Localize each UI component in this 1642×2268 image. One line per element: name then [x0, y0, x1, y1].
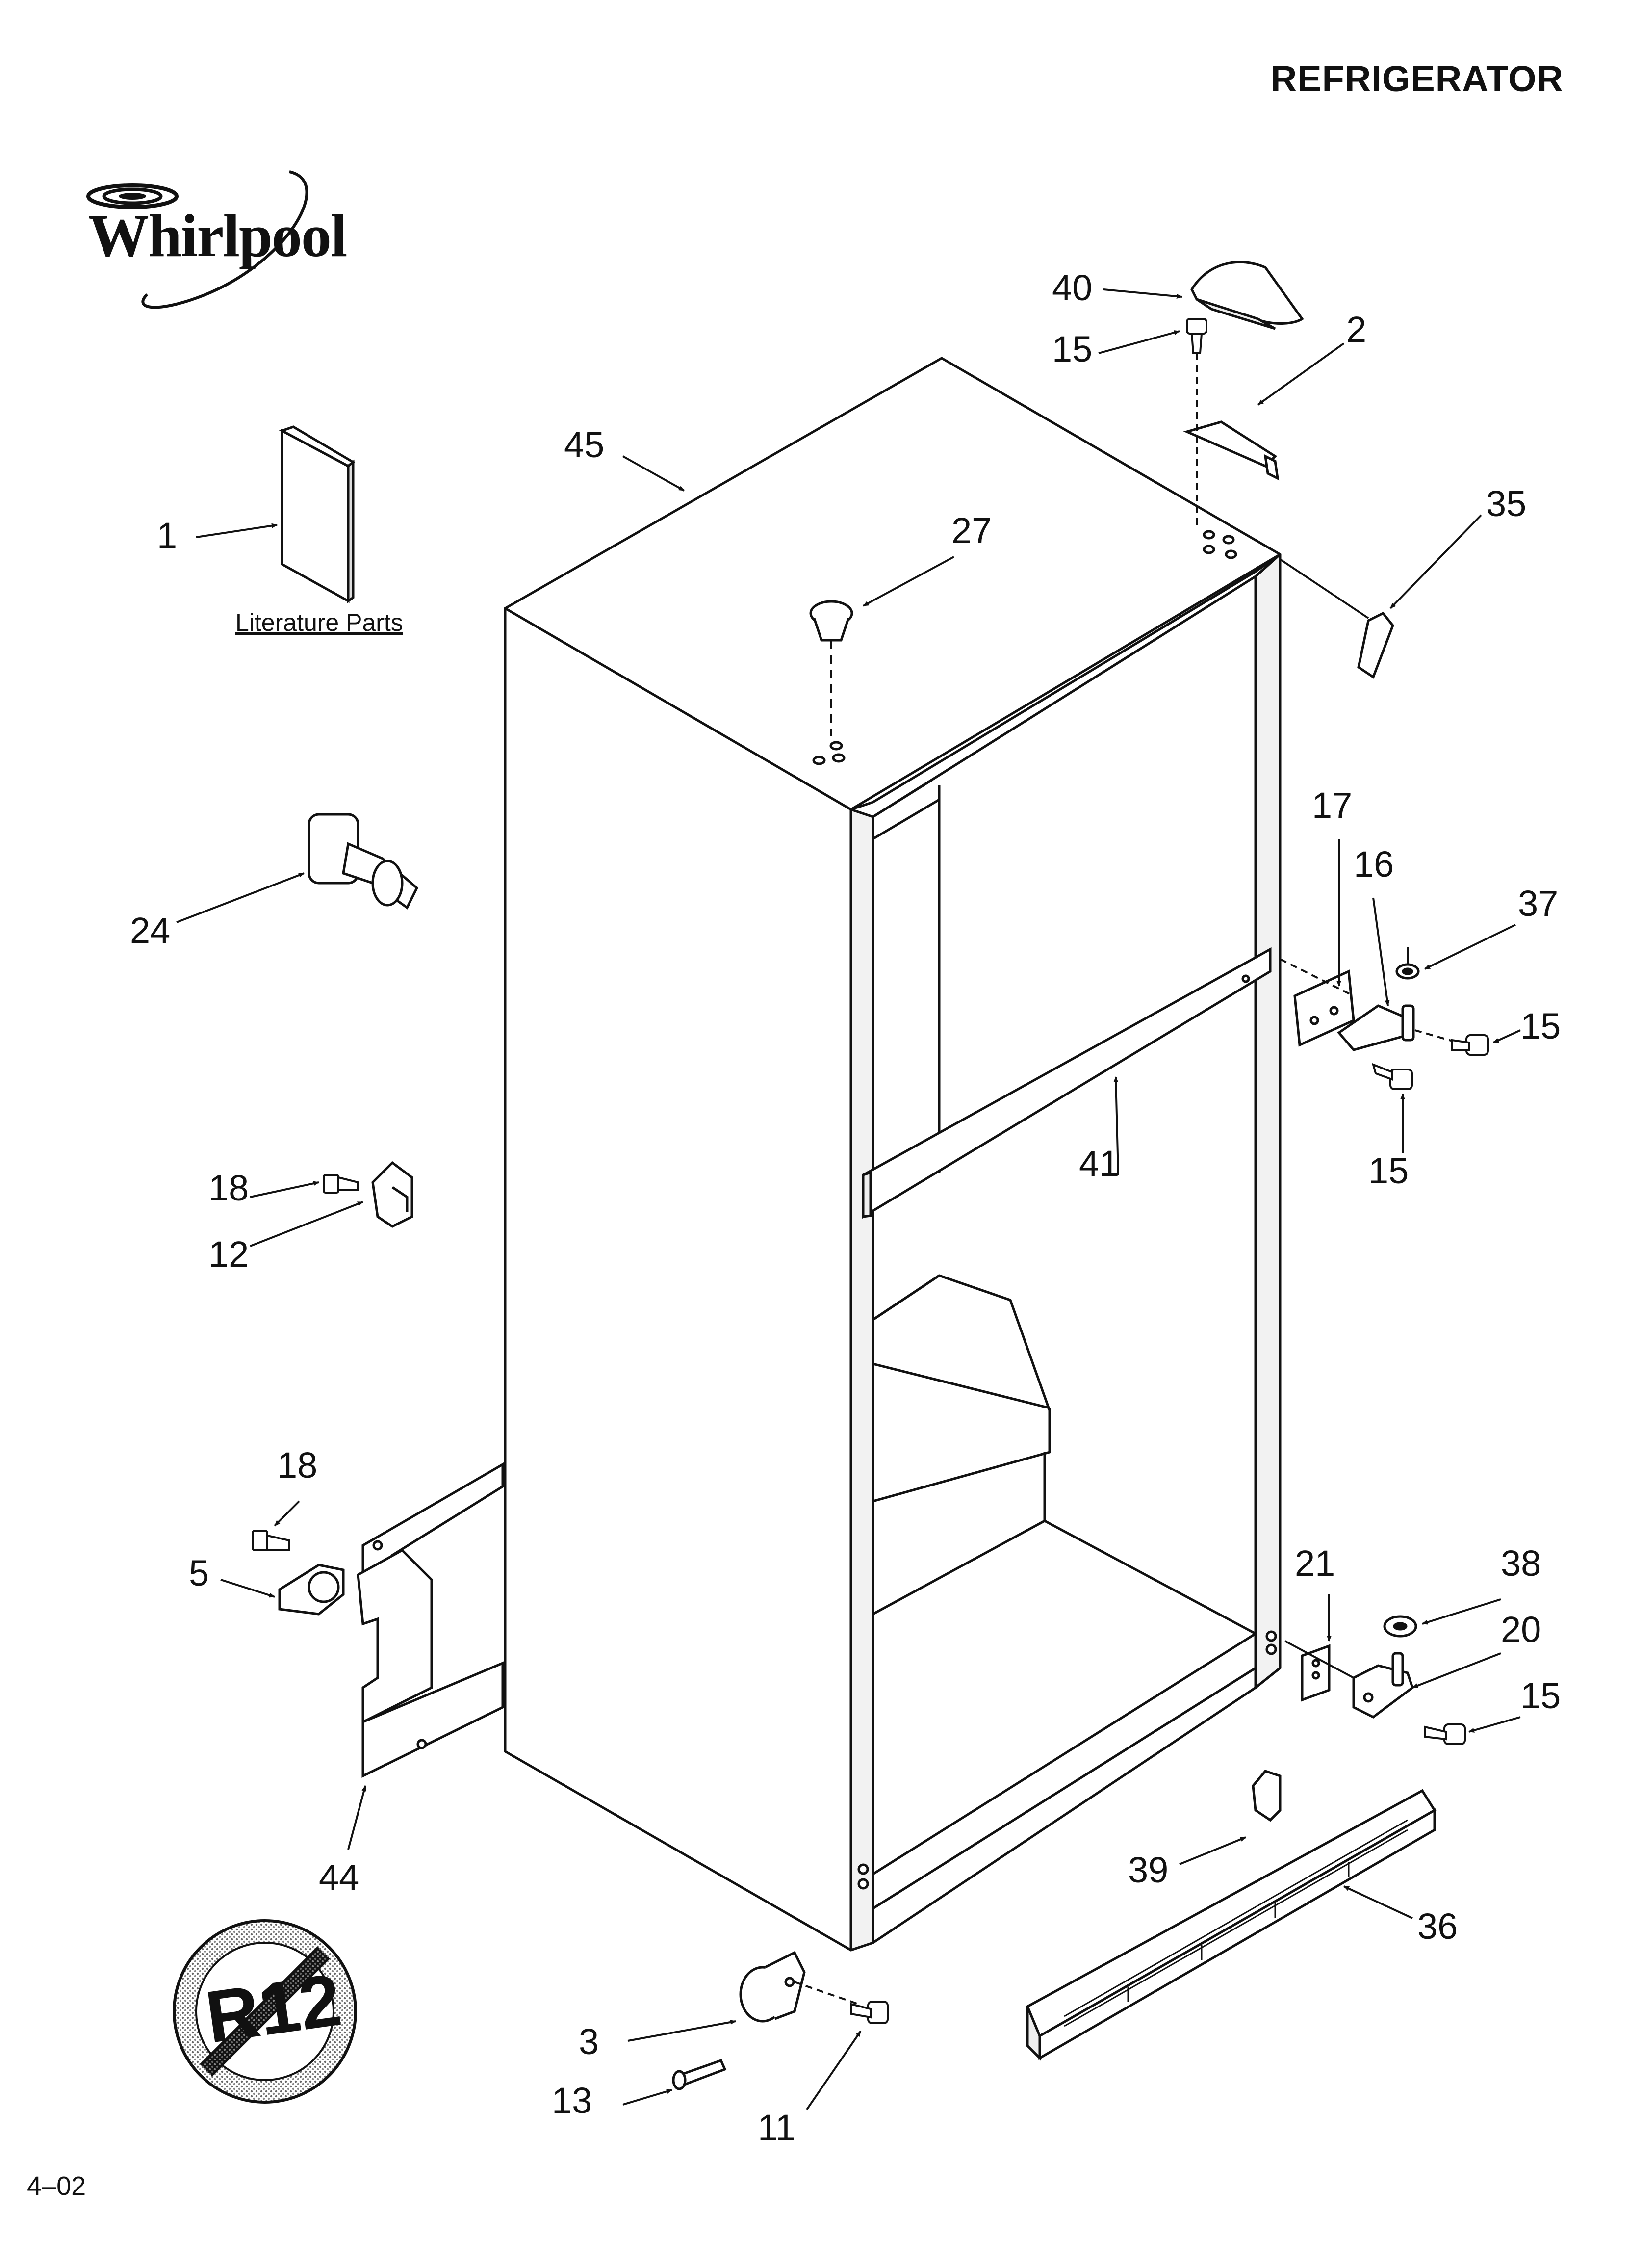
- clip-39: [1252, 1770, 1282, 1822]
- callout-12: 12: [208, 1234, 249, 1275]
- top-hinge-2: [1183, 420, 1280, 481]
- hinge-cover-40: [1190, 261, 1304, 330]
- callout-35: 35: [1486, 483, 1527, 524]
- callout-24: 24: [130, 910, 171, 951]
- r12-badge-text: R12: [201, 1958, 346, 2059]
- callout-17: 17: [1312, 785, 1353, 826]
- door-stop-24: [308, 813, 419, 910]
- literature-parts-label: Literature Parts: [235, 609, 403, 636]
- callout-39: 39: [1128, 1850, 1169, 1890]
- callout-18: 18: [208, 1168, 249, 1208]
- callout-40: 40: [1052, 267, 1093, 308]
- callout-16: 16: [1354, 844, 1394, 885]
- lower-hinge-bracket: [357, 1462, 504, 1778]
- refrigerator-cabinet: [504, 357, 1282, 1952]
- callout-leaders: [176, 288, 1521, 2111]
- callout-41: 41: [1079, 1143, 1120, 1184]
- screw-15-top: [1186, 318, 1207, 354]
- bracket-12: [371, 1161, 413, 1228]
- whirlpool-logo: Whirlpool: [59, 162, 353, 324]
- roller-3: [739, 1951, 806, 2023]
- divider-rail: [862, 947, 1272, 1219]
- callout-45: 45: [564, 424, 605, 465]
- lower-hinge-20: [1352, 1652, 1414, 1719]
- callout-36: 36: [1417, 1906, 1458, 1947]
- swirl-icon: [86, 170, 308, 309]
- page-title: REFRIGERATOR: [1270, 58, 1564, 99]
- clamp-5: [278, 1564, 345, 1616]
- hinge-plate-17: [1293, 969, 1355, 1047]
- callout-1: 1: [157, 515, 178, 556]
- screw-15-hinge: [1451, 1034, 1489, 1056]
- callout-11: 11: [758, 2107, 795, 2148]
- screw-11: [850, 2001, 889, 2024]
- toe-grille-36: [1026, 1789, 1437, 2061]
- callout-21: 21: [1295, 1543, 1335, 1584]
- callout-15-hinge: 15: [1520, 1006, 1561, 1046]
- callout-5: 5: [189, 1553, 209, 1593]
- literature-booklet: [279, 425, 356, 603]
- hinge-16: [1337, 1004, 1415, 1051]
- shim-21: [1301, 1644, 1331, 1702]
- callout-15-lower: 15: [1520, 1675, 1561, 1716]
- callout-38: 38: [1501, 1543, 1541, 1584]
- plug-button-27: [809, 600, 853, 642]
- washer-38: [1383, 1615, 1417, 1638]
- callout-15-top: 15: [1052, 329, 1093, 369]
- clip-35: [1357, 611, 1394, 679]
- screw-18: [323, 1174, 359, 1194]
- callout-2: 2: [1346, 309, 1367, 350]
- callout-20: 20: [1501, 1609, 1541, 1650]
- callout-3: 3: [579, 2021, 599, 2062]
- screw-15-hinge-b: [1371, 1063, 1413, 1090]
- callout-44: 44: [319, 1857, 359, 1898]
- axle-pin-13: [672, 2059, 727, 2090]
- screw-18b: [252, 1530, 290, 1551]
- washer-37: [1395, 963, 1420, 980]
- callout-37: 37: [1518, 883, 1559, 924]
- callout-18b: 18: [277, 1445, 318, 1486]
- brand-wordmark: Whirlpool: [88, 202, 347, 269]
- screw-15-lower: [1424, 1723, 1466, 1745]
- callout-13: 13: [552, 2080, 592, 2121]
- no-r12-badge: [173, 1919, 357, 2104]
- callout-15-hinge-b: 15: [1368, 1150, 1409, 1191]
- revision-code: 4–02: [27, 2171, 86, 2201]
- callout-27: 27: [951, 510, 992, 551]
